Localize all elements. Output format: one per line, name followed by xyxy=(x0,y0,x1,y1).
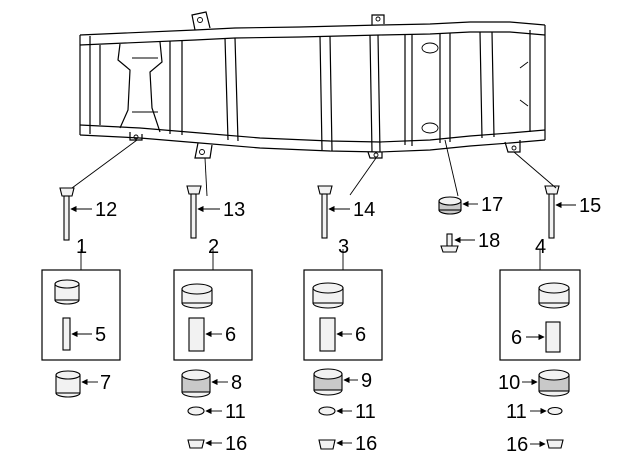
bolt-15 xyxy=(544,185,560,239)
bolt-13 xyxy=(186,185,202,239)
sleeve-5 xyxy=(62,317,71,351)
cushion-7 xyxy=(55,370,81,398)
callout-11c: 11 xyxy=(506,401,527,423)
callout-11a: 11 xyxy=(225,401,246,423)
nut-16a xyxy=(187,439,205,449)
callout-14: 14 xyxy=(353,199,375,221)
leader-lines xyxy=(70,139,576,448)
callout-18: 18 xyxy=(478,230,500,252)
callout-16a: 16 xyxy=(225,433,247,455)
cushion-9 xyxy=(313,368,343,396)
callout-5: 5 xyxy=(95,324,106,346)
callout-4: 4 xyxy=(535,236,546,258)
kit-box-2 xyxy=(173,269,253,361)
sleeve-6c xyxy=(545,321,561,353)
bolt-14 xyxy=(317,185,333,239)
cushion-box-3 xyxy=(312,282,344,309)
nut-16c xyxy=(546,439,564,449)
bushing-17 xyxy=(438,196,462,215)
callout-9: 9 xyxy=(361,370,372,392)
sleeve-6b xyxy=(319,317,336,352)
callout-6c: 6 xyxy=(511,327,522,349)
callout-16b: 16 xyxy=(355,433,377,455)
cushion-8 xyxy=(181,369,211,398)
callout-12: 12 xyxy=(95,199,117,221)
callout-16c: 16 xyxy=(506,434,528,456)
frame-illustration xyxy=(79,11,546,159)
cushion-box-4 xyxy=(538,282,570,309)
bolt-18 xyxy=(440,233,459,253)
callout-13: 13 xyxy=(223,199,245,221)
cushion-10 xyxy=(538,369,570,397)
callout-1: 1 xyxy=(76,236,87,258)
callout-2: 2 xyxy=(208,236,219,258)
kit-box-3 xyxy=(303,269,383,361)
callout-3: 3 xyxy=(338,236,349,258)
cushion-box-1 xyxy=(54,279,80,305)
callout-10: 10 xyxy=(498,372,520,394)
callout-8: 8 xyxy=(231,372,242,394)
nut-16b xyxy=(318,439,336,450)
kit-box-1 xyxy=(41,269,121,361)
callout-labels: 1 2 3 4 5 6 6 6 7 8 9 10 11 11 11 12 13 … xyxy=(76,194,601,456)
callout-17: 17 xyxy=(481,194,503,216)
cushion-box-2 xyxy=(181,283,213,309)
sleeve-6a xyxy=(188,317,205,352)
callout-6b: 6 xyxy=(355,324,366,346)
washer-11c xyxy=(547,406,563,416)
callout-15: 15 xyxy=(579,195,601,217)
washer-11b xyxy=(318,406,336,416)
washer-11a xyxy=(187,406,205,416)
callout-7: 7 xyxy=(100,372,111,394)
callout-11b: 11 xyxy=(355,401,376,423)
bolt-12 xyxy=(59,187,75,241)
callout-6a: 6 xyxy=(225,324,236,346)
